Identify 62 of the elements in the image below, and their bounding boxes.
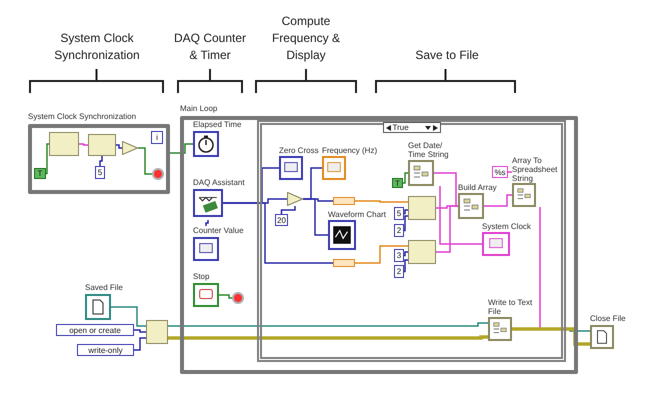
wire	[280, 206, 296, 214]
node-label: Stop	[193, 272, 210, 281]
wire	[436, 205, 458, 253]
section-heading: DAQ Counter & Timer	[172, 30, 248, 64]
wire	[512, 327, 590, 346]
node-label: Write to Text File	[488, 298, 534, 316]
wire	[168, 335, 488, 340]
wire	[138, 147, 152, 175]
numeric-constant: 3	[394, 249, 404, 262]
wire	[404, 251, 408, 256]
numeric-constant: 5	[394, 207, 404, 220]
node-label: System Clock	[482, 222, 532, 231]
numeric-constant: 2	[394, 265, 404, 278]
wire	[439, 186, 482, 245]
numeric-constant: 20	[275, 214, 288, 226]
wire	[355, 245, 408, 264]
wire	[434, 172, 458, 207]
numeric-constant: 5	[95, 166, 105, 179]
node-label: Frequency (Hz)	[322, 146, 378, 155]
boolean-constant: T	[392, 178, 403, 188]
node-label: Build Array	[458, 183, 498, 192]
boolean-constant: T	[34, 168, 46, 179]
numeric-constant: 2	[394, 224, 404, 237]
wire	[134, 329, 146, 333]
wire	[116, 144, 122, 149]
wire	[79, 143, 88, 146]
node-label: Counter Value	[193, 226, 245, 235]
node-label: Zero Cross	[279, 146, 319, 155]
section-heading: System Clock Synchronization	[53, 30, 141, 64]
wire	[168, 322, 488, 327]
wire	[99, 156, 103, 166]
node-label: Elapsed Time	[193, 120, 242, 129]
node-label: Waveform Chart	[328, 210, 387, 219]
enum-constant: open or create	[56, 324, 134, 336]
wire	[404, 209, 408, 214]
frame-label: System Clock Synchronization	[28, 112, 136, 121]
wire	[170, 143, 193, 154]
node-label: Array To Spreadsheet String	[512, 156, 558, 183]
wire	[46, 143, 49, 174]
wire	[355, 200, 408, 203]
wire	[205, 220, 209, 226]
enum-constant: write-only	[77, 344, 134, 356]
node-label: DAQ Assistant	[193, 178, 246, 187]
wire	[219, 294, 232, 299]
wire	[223, 202, 333, 264]
node-label: Close File	[590, 314, 627, 323]
wire	[484, 194, 512, 207]
string-constant: %s	[492, 166, 508, 178]
wire	[404, 215, 408, 232]
wire	[508, 171, 512, 173]
frame-label: Main Loop	[180, 104, 218, 113]
wire	[303, 198, 333, 202]
wire	[403, 172, 408, 184]
node-label: Get Date/ Time String	[408, 141, 450, 159]
wire	[404, 259, 408, 272]
section-heading: Save to File	[415, 47, 479, 64]
iteration-terminal: i	[151, 131, 163, 144]
case-selector-label: True	[392, 123, 410, 132]
section-heading: Compute Frequency & Display	[270, 13, 342, 64]
wire	[111, 306, 146, 327]
wire	[134, 337, 146, 351]
node-label: Saved File	[85, 283, 124, 292]
